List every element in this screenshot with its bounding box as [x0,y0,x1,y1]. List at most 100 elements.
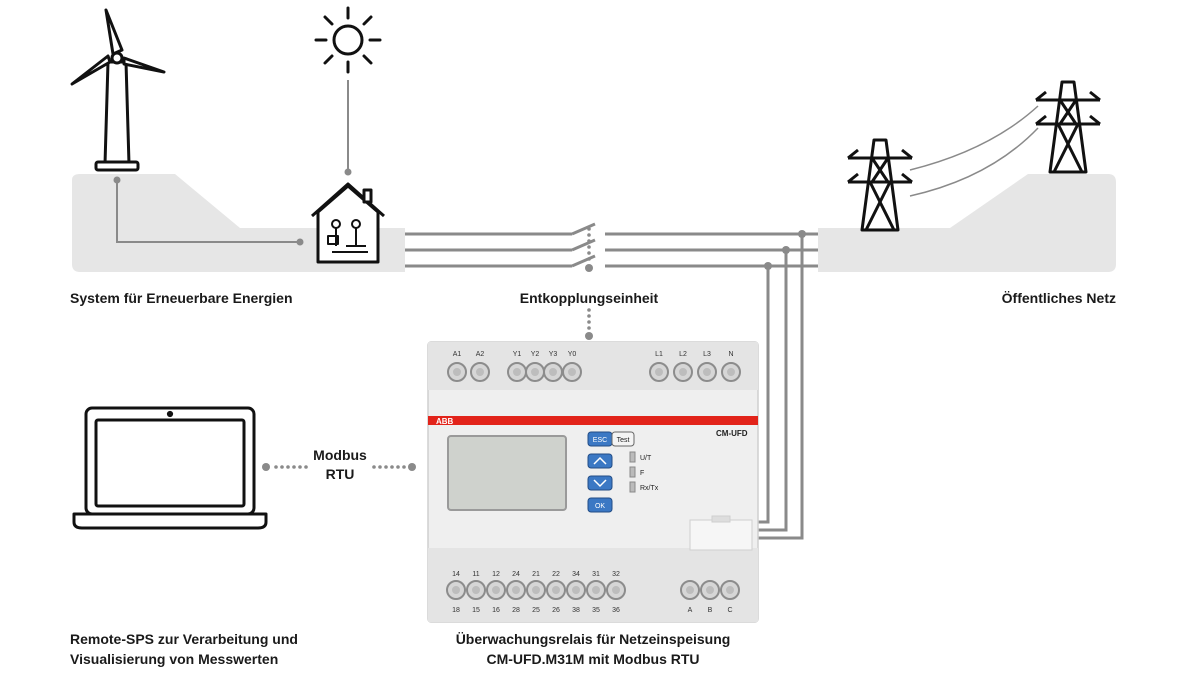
terminal-screw-head [492,586,500,594]
protocol-label: Modbus RTU [300,446,380,484]
terminal-label: 15 [472,607,480,614]
terminal-screw-head [686,586,694,594]
terminal-label: B [708,607,713,614]
terminal-screw-head [472,586,480,594]
terminal-screw-head [612,586,620,594]
led-label-ut: U/T [640,455,652,462]
terminal-label: A [688,607,693,614]
terminal-label: 34 [572,571,580,578]
terminal-label: 24 [512,571,520,578]
laptop-icon [72,406,268,530]
device-red-stripe [428,416,758,425]
terminal-screw-head [453,368,461,376]
terminal-label: 14 [452,571,460,578]
bottom-terminal-screws [446,580,740,600]
overhead-cables [909,105,1039,197]
terminal-screw-head [679,368,687,376]
relay-caption-line1: Überwachungsrelais für Netzeinspeisung [455,631,731,647]
terminal-screw-head [549,368,557,376]
turbine-connector [116,182,300,243]
grid-ground [818,174,1116,272]
terminal-label: A1 [453,351,462,358]
modbus-link [262,463,416,471]
plc-caption-line1: Remote-SPS zur Verarbeitung und [70,631,298,647]
terminal-label: 22 [552,571,560,578]
terminal-screw-head [655,368,663,376]
up-button[interactable] [587,453,613,469]
terminal-label: A2 [476,351,485,358]
test-button[interactable]: Test [611,431,635,447]
turbine-node [113,176,121,184]
relay-caption: Überwachungsrelais für Netzeinspeisung C… [393,629,793,669]
protocol-label-line2: RTU [325,466,355,482]
led-label-f: F [640,470,644,477]
terminal-screw-head [552,586,560,594]
terminal-label: L2 [679,351,687,358]
terminal-label: 16 [492,607,500,614]
terminal-label: Y2 [531,351,540,358]
top-terminal-screws [447,362,741,382]
device-brand: ABB [436,417,454,426]
switch-icon [571,222,596,268]
plc-caption: Remote-SPS zur Verarbeitung und Visualis… [70,629,298,669]
terminal-screw-head [592,586,600,594]
relay-caption-line2: CM-UFD.M31M mit Modbus RTU [486,651,700,667]
led-label-rxtx: Rx/Tx [640,485,659,492]
pylon-icon [847,80,1101,232]
lcd-display [447,435,567,511]
svg-text:Test: Test [617,437,630,444]
terminal-screw-head [703,368,711,376]
terminal-label: 35 [592,607,600,614]
terminal-screw-head [568,368,576,376]
terminal-screw-head [476,368,484,376]
house-node [296,238,304,246]
terminal-label: 21 [532,571,540,578]
switch-dotted-link [585,227,593,340]
terminal-screw-head [532,586,540,594]
down-button[interactable] [587,475,613,491]
terminal-label: 31 [592,571,600,578]
top-terminal-labels: A1 A2 Y1 Y2 Y3 Y0 L1 L2 L3 N [453,351,734,358]
led-indicators: U/T F Rx/Tx [629,451,659,493]
terminal-screw-head [531,368,539,376]
chevron-up-icon [593,456,607,465]
house-icon [311,182,385,264]
terminal-screw-head [452,586,460,594]
terminal-screw-head [572,586,580,594]
terminal-label: 28 [512,607,520,614]
ok-button[interactable]: OK [587,497,613,513]
chevron-down-icon [593,479,607,488]
terminal-label: 25 [532,607,540,614]
terminal-label: 12 [492,571,500,578]
esc-button[interactable]: ESC [587,431,613,447]
device-cover [689,519,753,551]
terminal-label: Y0 [568,351,577,358]
terminal-label: L1 [655,351,663,358]
terminal-label: N [728,351,733,358]
terminal-label: 26 [552,607,560,614]
terminal-screw-head [513,368,521,376]
terminal-screw-head [706,586,714,594]
plc-caption-line2: Visualisierung von Messwerten [70,651,279,667]
sun-icon [314,6,382,74]
terminal-screw-head [512,586,520,594]
terminal-label: Y3 [549,351,558,358]
device-model: CM-UFD [716,429,748,438]
terminal-screw-head [727,368,735,376]
protocol-label-line1: Modbus [313,447,367,463]
terminal-label: 32 [612,571,620,578]
terminal-label: 38 [572,607,580,614]
sun-node [344,168,352,176]
wind-turbine-icon [70,8,166,172]
terminal-label: C [727,607,732,614]
terminal-label: 36 [612,607,620,614]
decoupling-unit-label: Entkopplungseinheit [519,290,659,306]
terminal-label: L3 [703,351,711,358]
svg-text:ESC: ESC [593,437,607,444]
wire-taps [764,230,806,270]
svg-text:OK: OK [595,503,605,510]
terminal-label: Y1 [513,351,522,358]
terminal-label: 18 [452,607,460,614]
public-grid-label: Öffentliches Netz [1001,290,1116,306]
